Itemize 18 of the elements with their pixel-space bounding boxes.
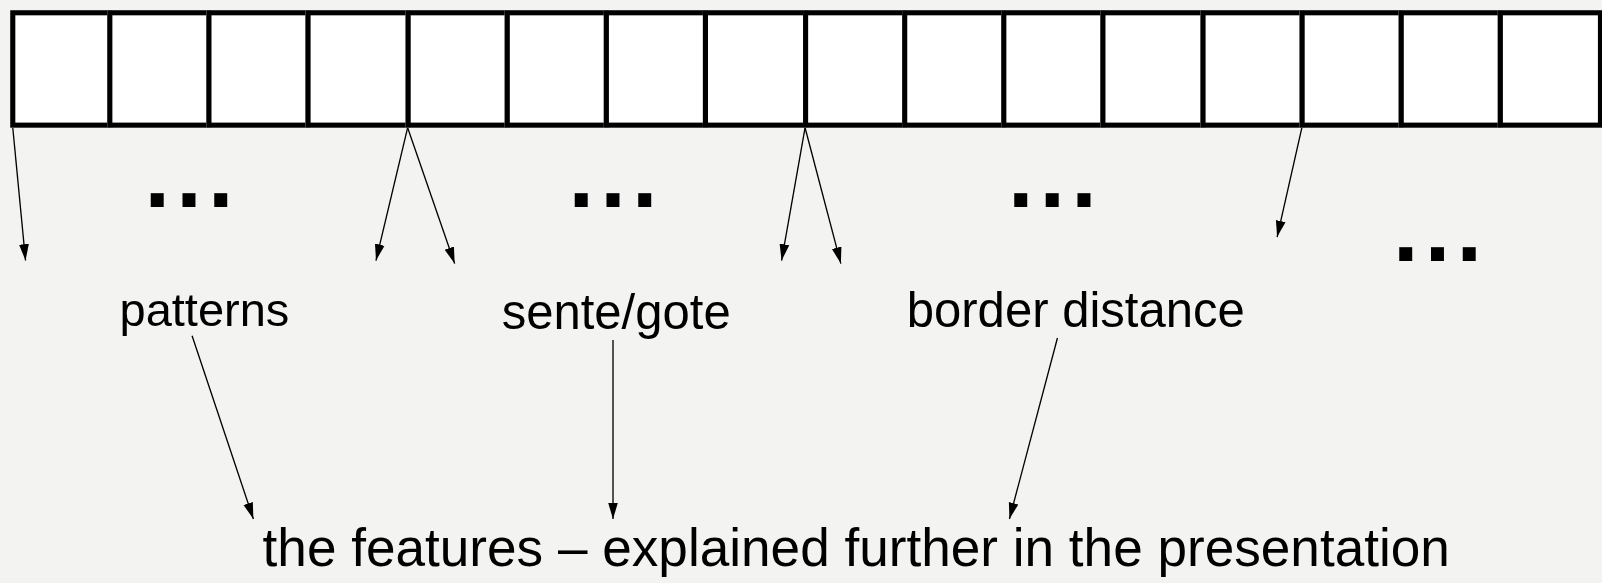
arrow	[407, 127, 456, 265]
arrow	[191, 335, 255, 520]
arrow	[1008, 337, 1059, 520]
arrow	[608, 339, 618, 520]
feature-label: border distance	[906, 284, 1245, 338]
ellipsis-mark: ...	[568, 129, 664, 222]
feature-label: sente/gote	[501, 286, 731, 340]
arrow	[804, 127, 842, 265]
ellipsis-mark: ...	[1007, 129, 1103, 222]
arrow	[12, 127, 29, 262]
ellipsis-mark: ...	[1393, 182, 1489, 275]
caption-text: the features – explained further in the presentation	[262, 519, 1450, 578]
ellipsis-mark: ...	[144, 129, 240, 222]
empty-cell	[1498, 10, 1602, 128]
arrow	[779, 127, 806, 262]
arrow	[375, 127, 409, 262]
feature-label: patterns	[119, 284, 290, 336]
arrow	[1275, 127, 1303, 238]
